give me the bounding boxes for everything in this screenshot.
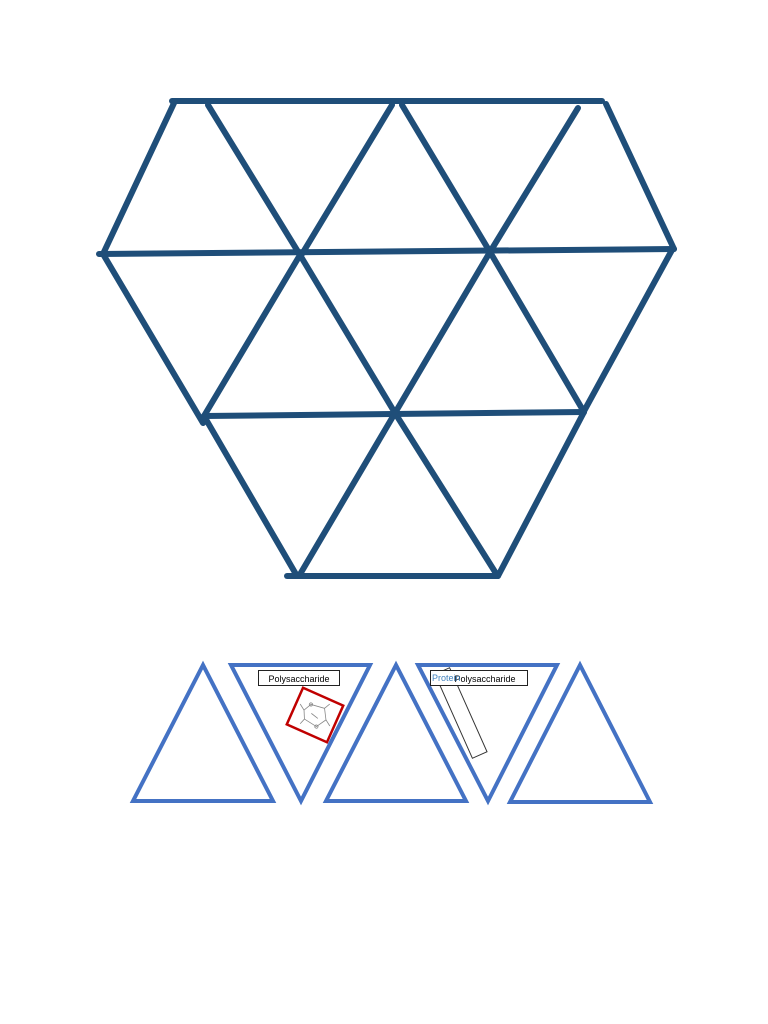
grid-bottom-left-edge bbox=[201, 413, 300, 579]
grid-diag-8 bbox=[487, 249, 587, 415]
card-4-overlay-label[interactable]: Protein bbox=[432, 670, 492, 686]
grid-lower-right-edge bbox=[580, 247, 675, 416]
grid-upper-left-edge bbox=[100, 98, 178, 257]
grid-diag-7 bbox=[392, 249, 493, 416]
triangle-card-3[interactable] bbox=[322, 660, 470, 803]
grid-diag-9 bbox=[296, 410, 398, 579]
grid-upper-right-edge bbox=[603, 101, 677, 252]
hexagon-triangle-grid bbox=[96, 98, 677, 579]
grid-diag-4 bbox=[487, 105, 581, 255]
polysaccharide-structure-image[interactable] bbox=[285, 686, 345, 744]
card-2-label[interactable]: Polysaccharide bbox=[258, 670, 340, 686]
grid-diag-1 bbox=[205, 102, 303, 258]
grid-lower-left-edge bbox=[100, 251, 206, 426]
grid-diag-5 bbox=[201, 252, 303, 419]
grid-middle-line bbox=[96, 246, 677, 257]
card-2-label-text: Polysaccharide bbox=[268, 674, 330, 684]
card-4-label[interactable]: Polysaccharide bbox=[430, 670, 528, 686]
card-4-overlay-text: Protein bbox=[432, 673, 461, 683]
triangle-card-2[interactable] bbox=[227, 663, 374, 806]
grid-bottom-right-edge bbox=[495, 409, 587, 579]
grid-diag-2 bbox=[299, 102, 395, 257]
cut-out-triangle-cards bbox=[129, 660, 654, 806]
card-4-label-text: Polysaccharide bbox=[454, 674, 516, 684]
triangle-card-5[interactable] bbox=[506, 660, 654, 804]
grid-diag-6 bbox=[297, 252, 398, 416]
grid-diag-3 bbox=[399, 102, 493, 255]
triangle-card-4[interactable] bbox=[414, 663, 561, 806]
grid-diag-10 bbox=[392, 410, 500, 578]
triangle-card-1[interactable] bbox=[129, 660, 277, 803]
